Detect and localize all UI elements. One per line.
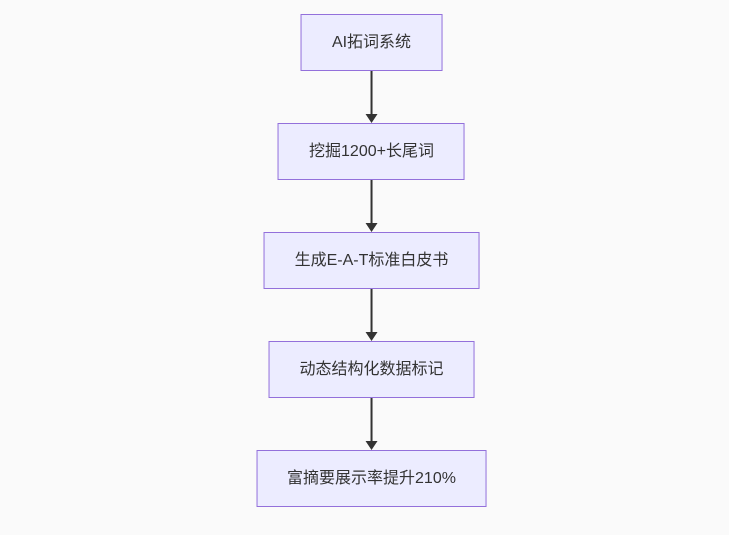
flowchart: AI拓词系统 挖掘1200+长尾词 生成E-A-T标准白皮书 动态结构化数据标记 (256, 14, 487, 507)
flow-edge-3 (365, 289, 378, 341)
flow-node-label: 富摘要展示率提升210% (287, 469, 456, 487)
edge-line (370, 180, 373, 223)
edge-line (370, 71, 373, 114)
flow-edge-1 (365, 71, 378, 123)
flow-node-label: AI拓词系统 (331, 33, 412, 51)
arrowhead-down-icon (365, 114, 378, 123)
flow-node-ai-word-expansion-system: AI拓词系统 (300, 14, 443, 71)
flow-node-label: 动态结构化数据标记 (299, 360, 444, 378)
edge-line (370, 398, 373, 441)
arrowhead-down-icon (365, 441, 378, 450)
flow-edge-2 (365, 180, 378, 232)
flow-edge-4 (365, 398, 378, 450)
arrowhead-down-icon (365, 332, 378, 341)
edge-line (370, 289, 373, 332)
flow-node-eat-standard-whitepaper: 生成E-A-T标准白皮书 (263, 232, 480, 289)
flow-node-label: 生成E-A-T标准白皮书 (294, 251, 449, 269)
flow-node-longtail-keyword-mining: 挖掘1200+长尾词 (278, 123, 465, 180)
arrowhead-down-icon (365, 223, 378, 232)
flow-node-label: 挖掘1200+长尾词 (309, 142, 434, 160)
flow-node-dynamic-structured-data-markup: 动态结构化数据标记 (268, 341, 475, 398)
flow-node-rich-snippet-rate-increase: 富摘要展示率提升210% (256, 450, 487, 507)
